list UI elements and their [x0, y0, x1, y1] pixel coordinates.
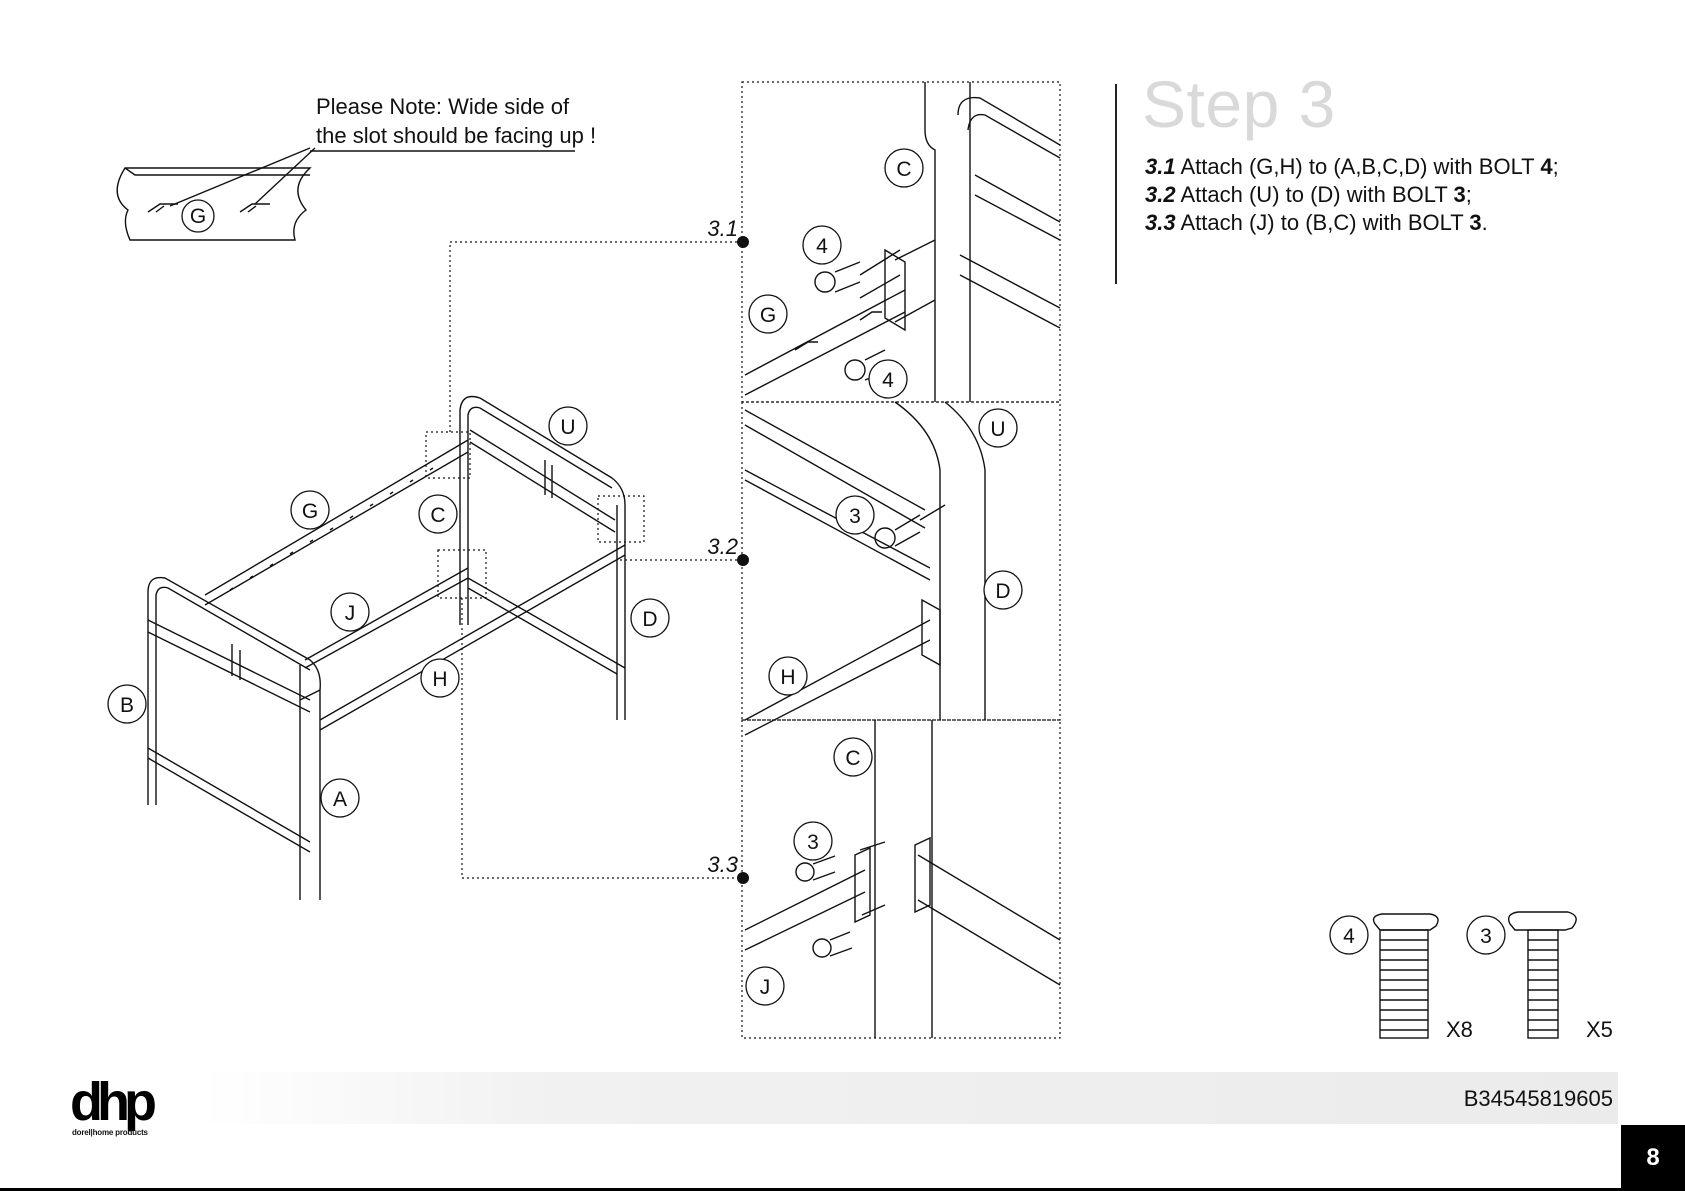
note-line-2: the slot should be facing up !: [316, 121, 596, 150]
svg-text:3: 3: [849, 505, 861, 528]
svg-text:U: U: [990, 418, 1005, 441]
callout-bolt3-3-3: 3: [794, 822, 832, 860]
instruction-text: Attach (J) to (B,C) with BOLT: [1181, 210, 1470, 235]
svg-text:3: 3: [1480, 925, 1492, 948]
slot-orientation-note: Please Note: Wide side of the slot shoul…: [316, 92, 596, 150]
bed-frame-drawing: [148, 397, 625, 901]
bolt-3-drawing: [1509, 912, 1577, 1038]
footer-band: [200, 1072, 1618, 1124]
callout-U: U: [549, 407, 587, 445]
logo-caption: dorel|home products: [72, 1128, 148, 1137]
callout-bolt4-bottom: 4: [869, 360, 907, 398]
svg-text:J: J: [345, 602, 356, 625]
instruction-number: 3.2: [1145, 182, 1176, 207]
page-number: 8: [1621, 1125, 1685, 1191]
callout-C-3-3: C: [834, 738, 872, 776]
callout-G: G: [291, 491, 329, 529]
svg-text:U: U: [560, 416, 575, 439]
instruction-text: Attach (U) to (D) with BOLT: [1181, 182, 1454, 207]
svg-text:4: 4: [882, 369, 894, 392]
bolt3-quantity: X5: [1586, 1017, 1613, 1042]
svg-text:G: G: [302, 500, 318, 523]
detail-3-3-drawing: [745, 720, 1060, 1038]
callout-D-3-2: D: [984, 571, 1022, 609]
callout-G-note: G: [182, 200, 214, 232]
instruction-end: ;: [1553, 154, 1559, 179]
svg-text:dhp: dhp: [70, 1072, 155, 1132]
svg-text:D: D: [642, 608, 657, 631]
callout-J: J: [331, 593, 369, 631]
svg-text:H: H: [432, 668, 447, 691]
svg-text:4: 4: [816, 235, 828, 258]
dhp-logo: dhp: [70, 1072, 155, 1132]
callout-C-3-1: C: [885, 149, 923, 187]
detail-3-1-drawing: [745, 82, 1060, 402]
instruction-text: Attach (G,H) to (A,B,C,D) with BOLT: [1181, 154, 1541, 179]
svg-text:C: C: [430, 504, 445, 527]
detail-label-3-3: 3.3: [707, 852, 738, 877]
callout-J-3-3: J: [746, 967, 784, 1005]
note-line-1: Please Note: Wide side of: [316, 92, 596, 121]
svg-text:3: 3: [807, 831, 819, 854]
instruction-3-1: 3.1 Attach (G,H) to (A,B,C,D) with BOLT …: [1145, 153, 1559, 181]
svg-text:A: A: [333, 788, 347, 811]
callout-H-3-2: H: [769, 657, 807, 695]
callout-H: H: [421, 659, 459, 697]
callout-bolt4-top: 4: [803, 226, 841, 264]
instruction-bolt: 3: [1469, 210, 1481, 235]
bolt-4-drawing: [1374, 914, 1438, 1038]
callout-U-3-2: U: [979, 409, 1017, 447]
callout-bolt3-3-2: 3: [836, 496, 874, 534]
svg-text:G: G: [760, 304, 776, 327]
svg-text:C: C: [896, 158, 911, 181]
svg-text:4: 4: [1343, 925, 1355, 948]
callout-B: B: [108, 685, 146, 723]
instruction-number: 3.1: [1145, 154, 1176, 179]
instruction-3-2: 3.2 Attach (U) to (D) with BOLT 3;: [1145, 181, 1559, 209]
callout-A: A: [321, 779, 359, 817]
callout-G-3-1: G: [749, 295, 787, 333]
instruction-end: ;: [1466, 182, 1472, 207]
svg-text:D: D: [995, 580, 1010, 603]
instruction-end: .: [1482, 210, 1488, 235]
callout-D: D: [631, 599, 669, 637]
product-code: B34545819605: [1464, 1086, 1613, 1112]
bolt4-quantity: X8: [1446, 1017, 1473, 1042]
svg-text:J: J: [760, 976, 771, 999]
svg-text:G: G: [190, 205, 206, 228]
svg-text:C: C: [845, 747, 860, 770]
step-divider: [1115, 84, 1117, 284]
detail-label-3-1: 3.1: [707, 216, 738, 241]
svg-text:B: B: [120, 694, 134, 717]
instruction-bolt: 3: [1454, 182, 1466, 207]
svg-text:H: H: [780, 666, 795, 689]
step-title: Step 3: [1142, 66, 1336, 142]
instruction-bolt: 4: [1540, 154, 1552, 179]
instruction-number: 3.3: [1145, 210, 1176, 235]
detail-label-3-2: 3.2: [707, 534, 738, 559]
callout-bolt3-parts: 3: [1467, 916, 1505, 954]
callout-C: C: [419, 495, 457, 533]
step-instructions: 3.1 Attach (G,H) to (A,B,C,D) with BOLT …: [1145, 153, 1559, 237]
instruction-3-3: 3.3 Attach (J) to (B,C) with BOLT 3.: [1145, 209, 1559, 237]
callout-bolt4-parts: 4: [1330, 916, 1368, 954]
